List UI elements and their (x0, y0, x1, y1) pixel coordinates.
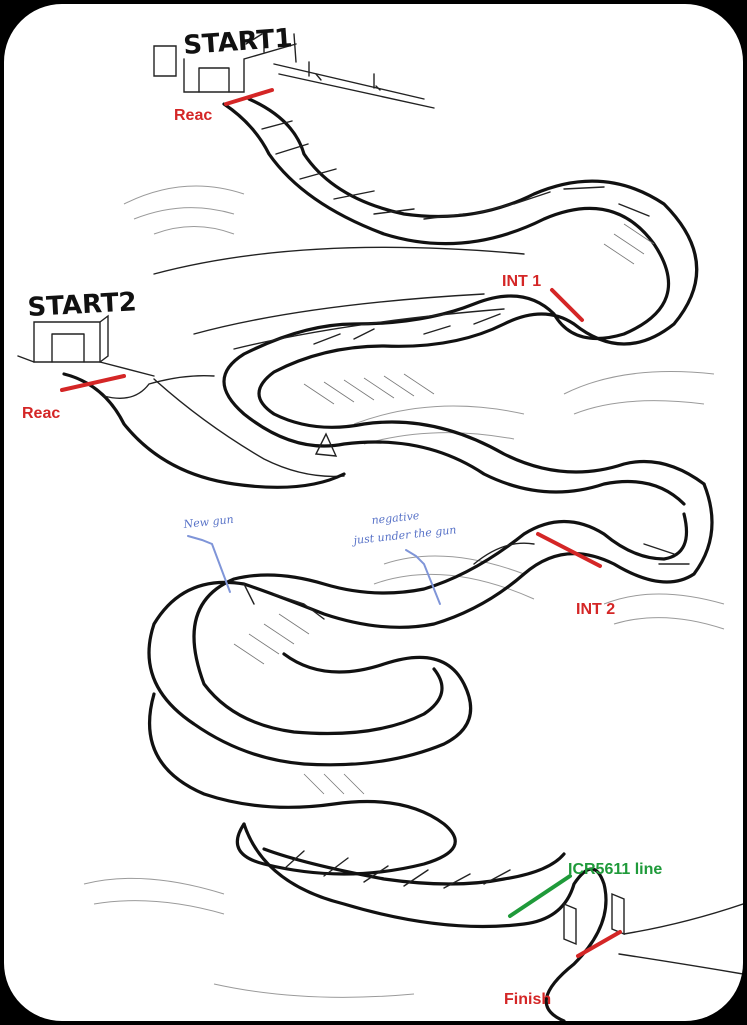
new-gun-note: New gun (182, 513, 234, 531)
start2-label: START2 (27, 287, 138, 323)
upper-track (154, 99, 704, 504)
reac-label-1: Reac (174, 107, 212, 124)
icr5611-label: ICR5611 line (568, 861, 662, 878)
negative-note-line2: just under the gun (350, 523, 457, 547)
start2-gate (18, 316, 154, 376)
finish-line (578, 932, 620, 956)
negative-note-line1: negative (371, 509, 420, 527)
track-sketch: START1 START2 (4, 4, 743, 1021)
finish-label: Finish (504, 991, 551, 1008)
start2-track (64, 247, 524, 487)
track-diagram: START1 START2 (4, 4, 743, 1021)
int2-label: INT 2 (576, 601, 615, 618)
icr5611-line (510, 876, 570, 916)
hatching (234, 224, 654, 794)
start1-label: START1 (182, 23, 293, 61)
int1-label: INT 1 (502, 273, 541, 290)
int2-line (538, 534, 600, 566)
reac-label-2: Reac (22, 405, 60, 422)
